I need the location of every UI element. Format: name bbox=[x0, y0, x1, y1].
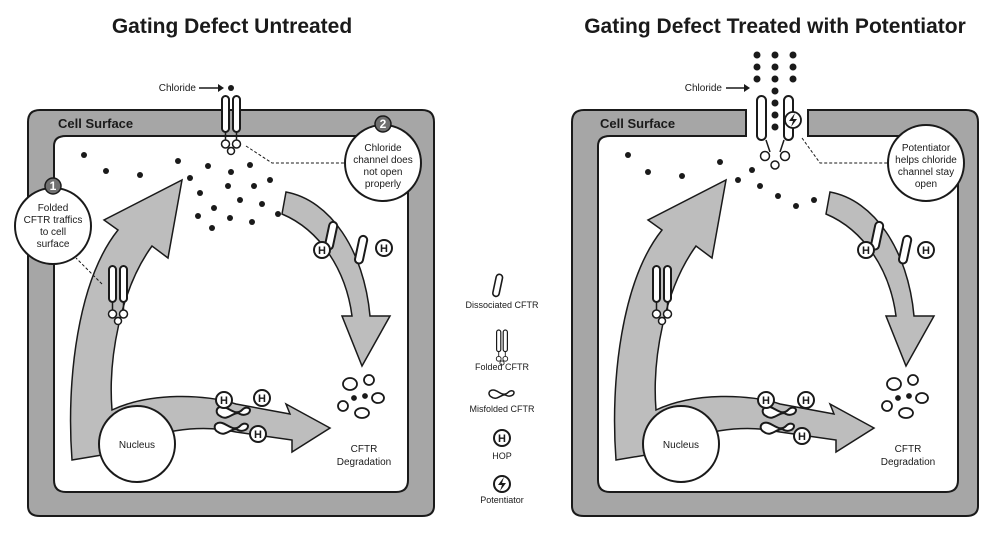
legend-dissociated-icon bbox=[491, 272, 504, 298]
left-dissociated-cftr-2 bbox=[353, 234, 369, 266]
left-chloride-dot bbox=[228, 85, 234, 91]
right-nucleus bbox=[642, 405, 720, 483]
left-hop-1 bbox=[313, 241, 331, 259]
right-degradation-label-1: CFTR bbox=[895, 444, 922, 455]
left-degradation-arrow bbox=[281, 191, 392, 368]
left-panel-title: Gating Defect Untreated bbox=[112, 15, 352, 38]
right-hop-5 bbox=[793, 427, 811, 445]
left-chloride-ions bbox=[81, 152, 281, 231]
left-callout-1-line-3: to cell bbox=[40, 227, 66, 238]
legend-misfolded-icon bbox=[488, 389, 515, 400]
legend-folded-label: Folded CFTR bbox=[475, 362, 530, 372]
left-nucleus-label: Nucleus bbox=[119, 440, 155, 451]
right-hop-2 bbox=[917, 241, 935, 259]
right-cell-surface-label: Cell Surface bbox=[600, 116, 675, 131]
left-callout-1 bbox=[14, 187, 92, 265]
left-callout-2-number: 2 bbox=[380, 117, 387, 131]
legend-misfolded-label: Misfolded CFTR bbox=[469, 404, 535, 414]
right-membrane-cftr-open bbox=[756, 95, 802, 170]
left-callout-2-line-1: Chloride bbox=[364, 143, 402, 154]
right-callout-leader bbox=[801, 137, 888, 164]
left-chloride-label: Chloride bbox=[159, 83, 197, 94]
right-callout-line-3: channel stay bbox=[898, 167, 954, 178]
left-callout-2-line-4: properly bbox=[365, 179, 401, 190]
right-chloride-ions bbox=[625, 152, 817, 209]
right-panel: Gating Defect Treated with Potentiator C… bbox=[571, 15, 979, 517]
left-cell-surface-label: Cell Surface bbox=[58, 116, 133, 131]
right-dissociated-cftr-2 bbox=[897, 234, 913, 266]
left-callout-1-number: 1 bbox=[50, 179, 57, 193]
left-hop-4 bbox=[253, 389, 271, 407]
left-callout-2-leader bbox=[245, 145, 345, 164]
legend-folded-icon bbox=[495, 329, 509, 366]
left-nucleus bbox=[98, 405, 176, 483]
left-callout-2-badge bbox=[374, 115, 392, 133]
right-callout-line-4: open bbox=[915, 179, 937, 190]
legend-hop-label: HOP bbox=[492, 451, 512, 461]
right-callout bbox=[887, 124, 965, 202]
left-chloride-arrowhead bbox=[218, 84, 224, 92]
left-hop-2 bbox=[375, 239, 393, 257]
left-hop-3 bbox=[215, 391, 233, 409]
left-callout1-leader bbox=[75, 257, 103, 285]
left-panel: Gating Defect Untreated Cell Surface Nuc… bbox=[14, 15, 435, 517]
left-degradation-label-2: Degradation bbox=[337, 457, 391, 468]
left-callout-2-line-3: not open bbox=[364, 167, 403, 178]
left-callout-1-line-1: Folded bbox=[38, 203, 69, 214]
right-hop-3 bbox=[757, 391, 775, 409]
right-nucleus-label: Nucleus bbox=[663, 440, 699, 451]
right-chloride-label: Chloride bbox=[685, 83, 723, 94]
right-chloride-efflux bbox=[753, 51, 797, 131]
legend-hop-symbol: H bbox=[498, 433, 506, 445]
left-degradation-fragments bbox=[337, 374, 385, 419]
legend-dissociated-label: Dissociated CFTR bbox=[465, 300, 539, 310]
legend-potentiator-icon bbox=[493, 475, 511, 493]
right-panel-title: Gating Defect Treated with Potentiator bbox=[584, 15, 966, 38]
right-hop-4 bbox=[797, 391, 815, 409]
legend: Dissociated CFTR Folded CFTR Misfolded C… bbox=[465, 272, 539, 505]
legend-potentiator-label: Potentiator bbox=[480, 495, 524, 505]
right-chloride-arrowhead bbox=[744, 84, 750, 92]
left-callout-1-line-4: surface bbox=[37, 239, 70, 250]
left-callout-2-line-2: channel does bbox=[353, 155, 413, 166]
right-callout-line-1: Potentiator bbox=[902, 143, 951, 154]
left-hop-5 bbox=[249, 425, 267, 443]
right-degradation-arrow bbox=[825, 191, 936, 368]
right-callout-line-2: helps chloride bbox=[895, 155, 957, 166]
left-degradation-label-1: CFTR bbox=[351, 444, 378, 455]
right-hop-1 bbox=[857, 241, 875, 259]
right-degradation-label-2: Degradation bbox=[881, 457, 935, 468]
left-callout-1-badge bbox=[44, 177, 62, 195]
left-callout-1-line-2: CFTR traffics bbox=[24, 215, 83, 226]
right-degradation-fragments bbox=[881, 374, 929, 419]
legend-hop-icon bbox=[493, 429, 511, 447]
